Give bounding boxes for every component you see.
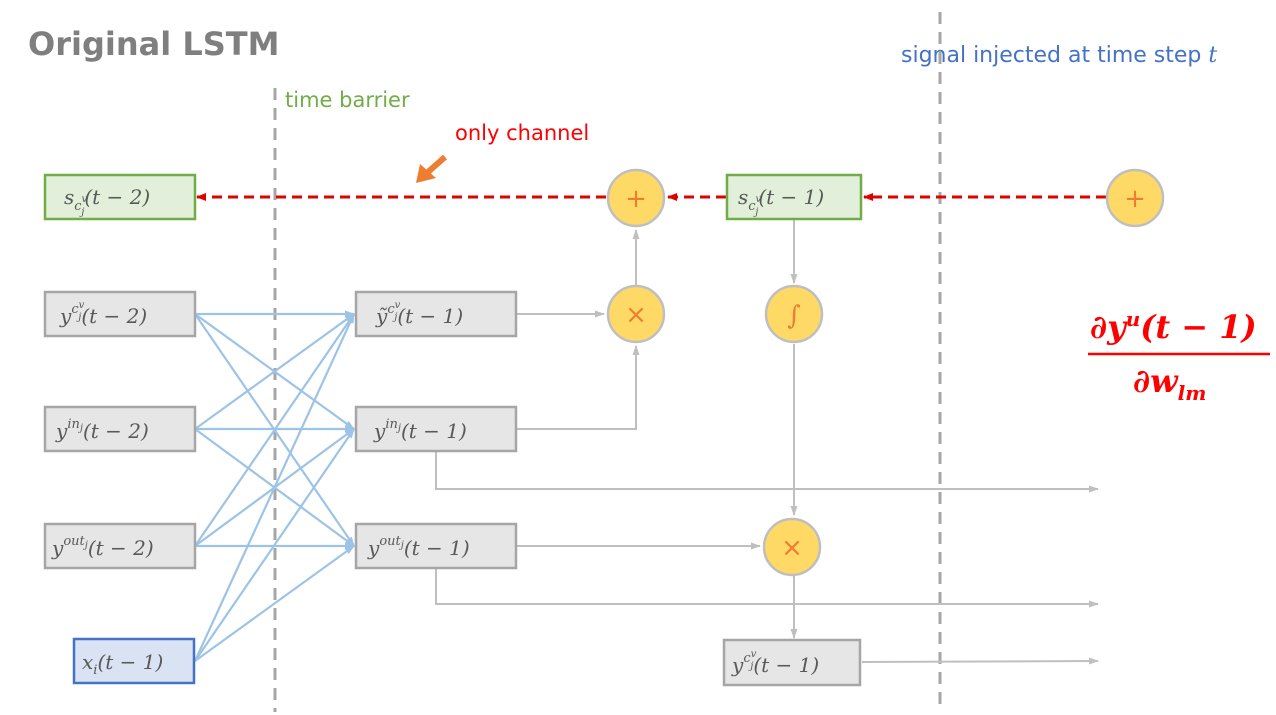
box-y-in-t-minus-1: yinj(t − 1) (354, 405, 518, 453)
gray-connections (435, 220, 1099, 665)
plus-operator-right: + (1105, 168, 1165, 228)
page-title: Original LSTM (28, 25, 279, 63)
svg-text:xi(t − 1): xi(t − 1) (82, 650, 163, 678)
svg-text:yinj(t − 2): yinj(t − 2) (55, 417, 149, 443)
signal-injected-label: signal injected at time step t (901, 43, 1217, 68)
box-x-t-minus-1: xi(t − 1) (72, 637, 196, 685)
svg-text:×: × (781, 533, 803, 563)
svg-text:youtj(t − 1): youtj(t − 1) (367, 534, 470, 560)
svg-text:youtj(t − 2): youtj(t − 2) (51, 534, 154, 560)
input-connections (193, 310, 356, 662)
svg-text:+: + (625, 184, 647, 214)
time-barrier-label: time barrier (285, 88, 410, 112)
svg-text:∂wlm: ∂wlm (1133, 362, 1206, 405)
plus-operator-left: + (606, 168, 666, 228)
multiply-operator-top: × (606, 284, 666, 344)
only-channel-label: only channel (455, 121, 589, 145)
multiply-operator-bottom: × (762, 517, 822, 577)
integral-operator: ∫ (764, 284, 824, 344)
svg-text:yinj(t − 1): yinj(t − 1) (373, 417, 467, 443)
box-y-in-t-minus-2: yinj(t − 2) (43, 405, 197, 453)
box-y-out-t-minus-1: youtj(t − 1) (354, 522, 518, 570)
svg-text:×: × (625, 300, 647, 330)
svg-text:+: + (1124, 184, 1146, 214)
box-y-out-t-minus-2: youtj(t − 2) (43, 522, 197, 570)
svg-text:∂yu(t − 1): ∂yu(t − 1) (1090, 307, 1257, 346)
signal-injected-var: t (1208, 43, 1217, 68)
only-channel-arrow (416, 154, 447, 183)
svg-text:∫: ∫ (787, 301, 801, 331)
derivative-expression: ∂yu(t − 1) ∂wlm (1088, 307, 1270, 405)
